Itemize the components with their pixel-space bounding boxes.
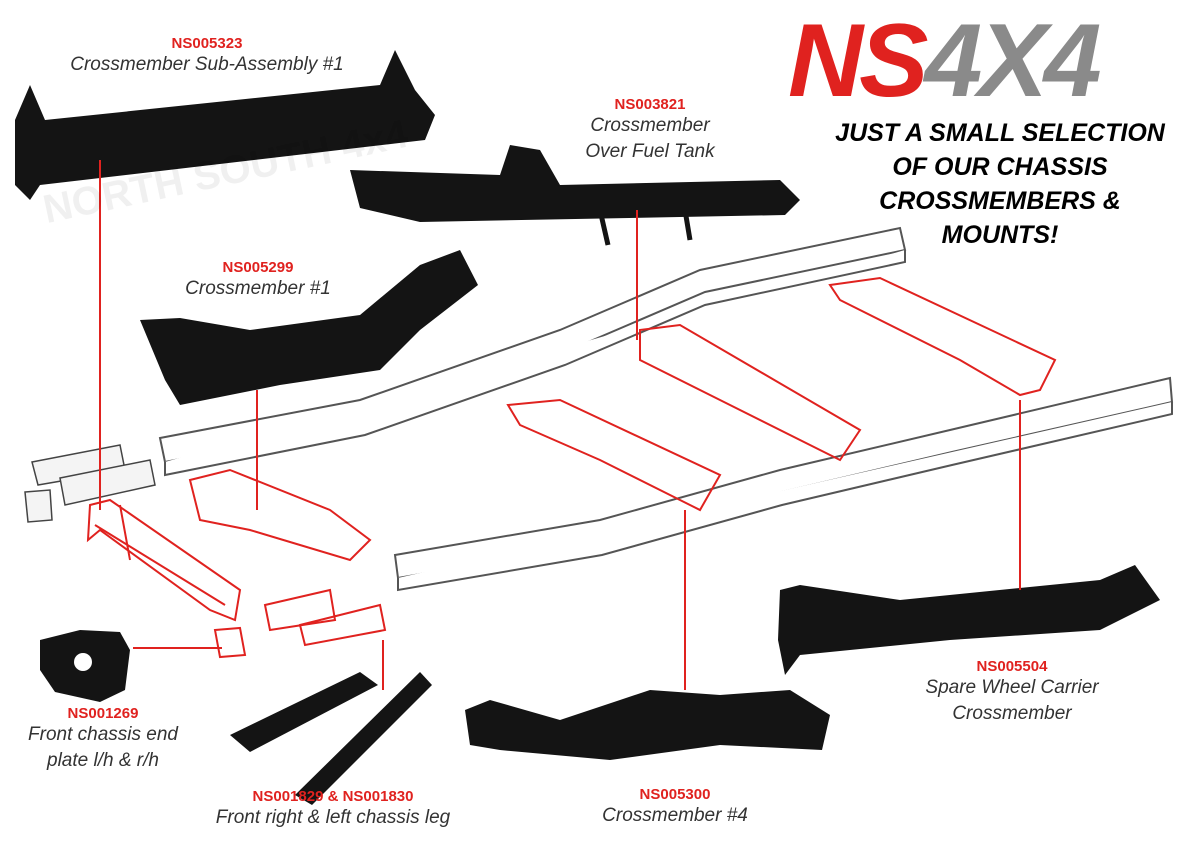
part-desc: Crossmember	[590, 115, 710, 136]
part-code: NS001829 & NS001830	[252, 788, 414, 805]
part-code: NS003821	[614, 96, 686, 113]
leader-lines	[99, 160, 1021, 690]
part-ns005504	[778, 565, 1160, 675]
ns4x4-logo: NS4X4	[788, 3, 1102, 119]
part-desc: Spare Wheel Carrier	[925, 677, 1099, 698]
part-desc: Crossmember #4	[602, 805, 748, 826]
part-ns005300	[465, 690, 830, 760]
label-ns003821: NS003821 Crossmember Over Fuel Tank	[585, 96, 714, 165]
part-ns001830	[295, 672, 432, 805]
part-desc: Crossmember	[952, 703, 1072, 724]
part-code: NS005323	[171, 35, 243, 52]
tagline-line: OF OUR CHASSIS	[892, 153, 1108, 181]
logo-ns: NS	[788, 3, 928, 119]
part-code: NS001269	[67, 705, 139, 722]
part-ns005299	[140, 250, 478, 405]
part-desc: Front right & left chassis leg	[215, 807, 451, 828]
part-ns005323	[15, 50, 435, 200]
label-ns005323: NS005323 Crossmember Sub-Assembly #1	[70, 35, 343, 78]
chassis-frame	[158, 226, 1174, 592]
part-ns003821	[350, 145, 800, 222]
part-desc: plate l/h & r/h	[47, 750, 159, 771]
label-ns005504: NS005504 Spare Wheel Carrier Crossmember	[925, 658, 1098, 727]
label-ns005299: NS005299 Crossmember #1	[185, 259, 331, 302]
part-desc: Over Fuel Tank	[585, 141, 715, 162]
tagline-line: CROSSMEMBERS &	[879, 187, 1121, 215]
label-ns005300: NS005300 Crossmember #4	[602, 786, 748, 829]
part-ns001829	[230, 672, 378, 752]
part-desc: Front chassis end	[28, 724, 178, 745]
label-ns001269: NS001269 Front chassis end plate l/h & r…	[28, 705, 178, 774]
tagline-line: JUST A SMALL SELECTION	[835, 119, 1165, 147]
tagline: JUST A SMALL SELECTION OF OUR CHASSIS CR…	[835, 116, 1165, 252]
black-parts	[15, 50, 1160, 805]
part-code: NS005504	[976, 658, 1048, 675]
label-ns001829-ns001830: NS001829 & NS001830 Front right & left c…	[216, 788, 450, 831]
part-desc: Crossmember #1	[185, 278, 331, 299]
logo-4x4: 4X4	[924, 3, 1101, 119]
part-desc: Crossmember Sub-Assembly #1	[70, 54, 344, 75]
part-code: NS005300	[639, 786, 711, 803]
front-brackets	[24, 444, 156, 523]
tagline-line: MOUNTS!	[941, 221, 1059, 249]
part-code: NS005299	[222, 259, 294, 276]
